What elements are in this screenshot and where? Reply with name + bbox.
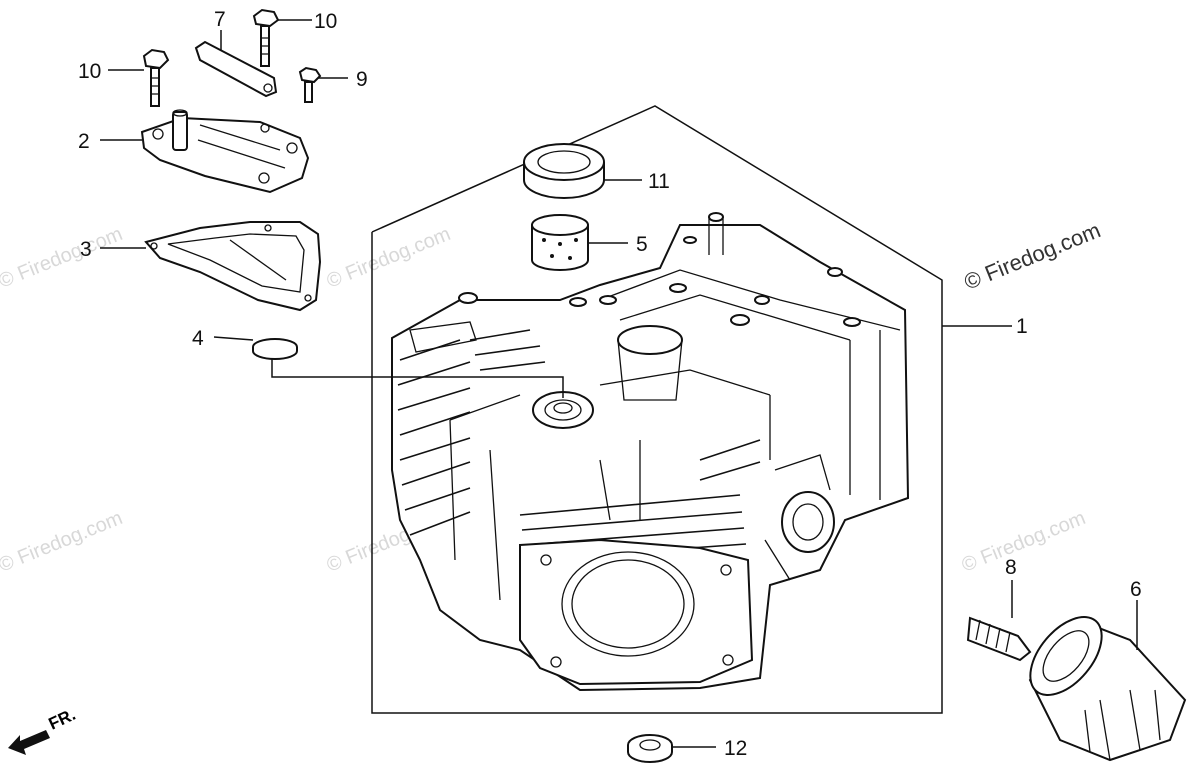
watermark-7: © Firedog.com bbox=[959, 507, 1089, 577]
part-12-seal bbox=[627, 734, 673, 763]
front-direction-label: FR. bbox=[46, 705, 79, 734]
part-1-crankcase bbox=[391, 212, 910, 692]
callout-7: 7 bbox=[214, 8, 226, 31]
callout-8: 8 bbox=[1005, 556, 1017, 579]
part-8-stud bbox=[966, 616, 1032, 662]
front-direction-arrow: FR. bbox=[8, 705, 79, 755]
callout-11: 11 bbox=[648, 170, 670, 193]
part-10-bolt-b bbox=[252, 8, 280, 67]
part-11-oil-seal bbox=[523, 143, 605, 199]
part-6-oil-filter bbox=[1028, 615, 1187, 762]
callout-12: 12 bbox=[724, 737, 747, 760]
callout-2: 2 bbox=[78, 130, 90, 153]
leader-lines bbox=[100, 19, 1138, 748]
callout-1: 1 bbox=[1016, 315, 1028, 338]
watermark-4: © Firedog.com bbox=[0, 507, 126, 577]
callout-5: 5 bbox=[636, 233, 648, 256]
callout-6: 6 bbox=[1130, 578, 1142, 601]
part-4-plug bbox=[252, 338, 298, 360]
part-3-gasket bbox=[144, 221, 322, 312]
callout-4: 4 bbox=[192, 327, 204, 350]
callout-10-left: 10 bbox=[78, 60, 101, 83]
watermark-main: © Firedog.com bbox=[961, 217, 1104, 294]
part-9-bolt bbox=[298, 66, 322, 103]
part-10-bolt-a bbox=[142, 48, 170, 107]
watermark-2: © Firedog.com bbox=[324, 223, 454, 293]
callout-labels: 1 2 3 4 5 6 7 8 9 10 10 11 12 bbox=[78, 8, 1142, 760]
part-7-plate bbox=[194, 40, 278, 98]
callout-3: 3 bbox=[80, 238, 92, 261]
watermark-1: © Firedog.com bbox=[0, 223, 126, 293]
callout-10-top: 10 bbox=[314, 10, 337, 33]
crankcase-group-outline bbox=[371, 105, 943, 714]
callout-9: 9 bbox=[356, 68, 368, 91]
part-5-collar bbox=[531, 214, 589, 271]
part-2-breather-cover bbox=[140, 109, 310, 194]
